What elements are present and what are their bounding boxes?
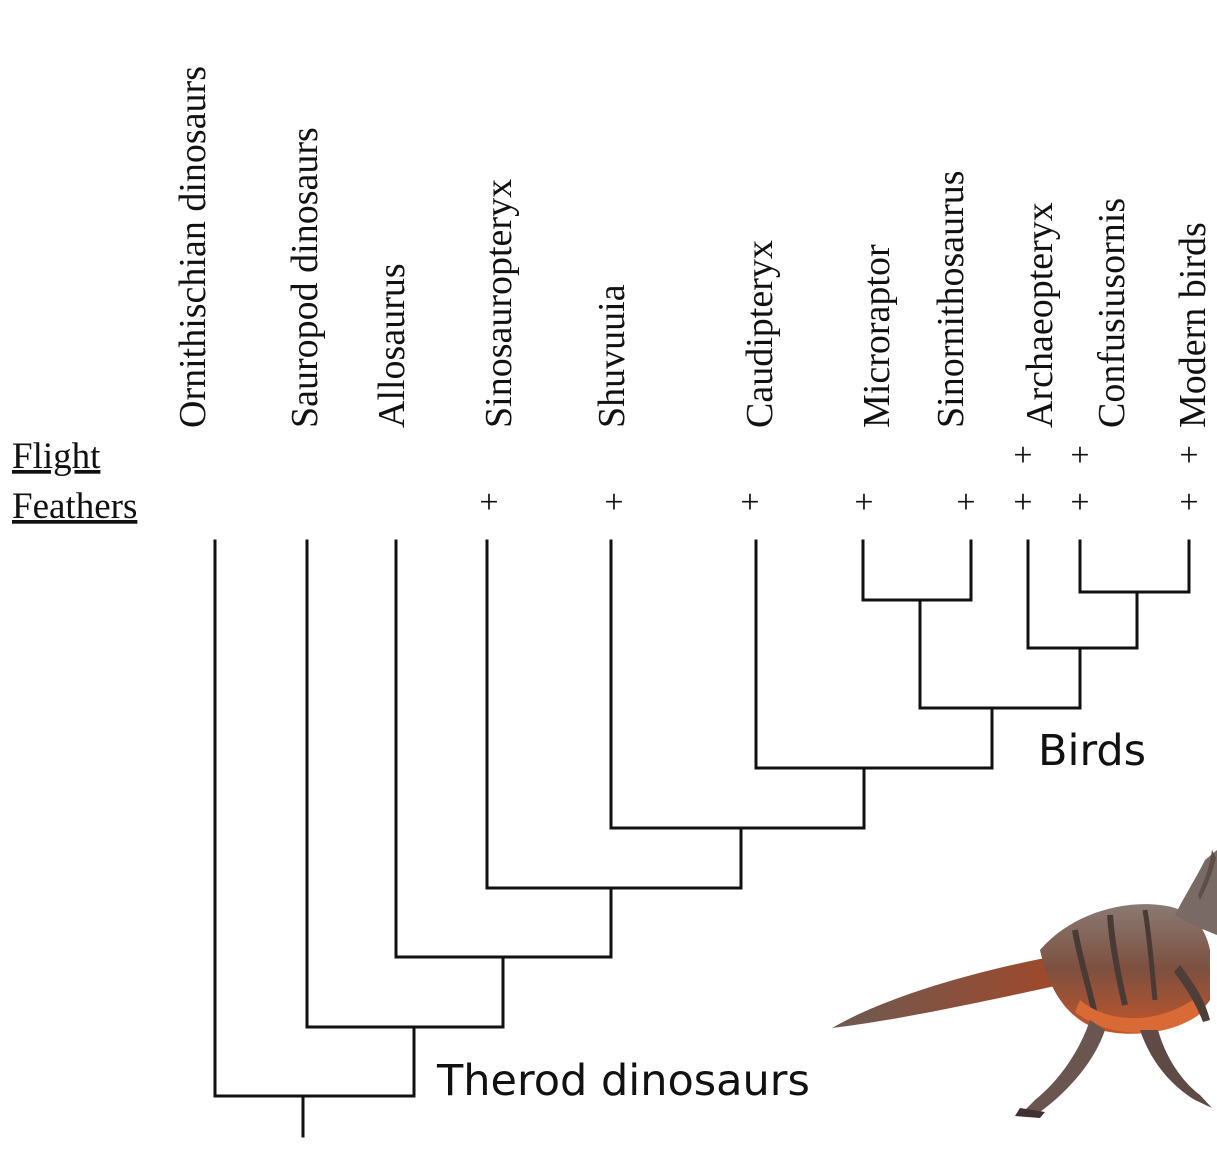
- branch-pygostylia-clade: [1080, 541, 1189, 592]
- taxon-label: Archaeopteryx: [1019, 202, 1061, 428]
- branch-allosaurus-node: [396, 541, 611, 957]
- feathers-plus-marker: +: [1013, 484, 1032, 521]
- taxon-labels: Ornithischian dinosaurs Sauropod dinosaur…: [172, 66, 1214, 428]
- flight-plus-marker: +: [1013, 437, 1032, 474]
- flight-markers: + + +: [1013, 437, 1198, 474]
- flight-plus-marker: +: [1070, 437, 1089, 474]
- taxon-label: Allosaurus: [371, 263, 413, 428]
- taxon-label: Sinornithosaurus: [930, 170, 972, 428]
- feathers-row-label: Feathers: [12, 486, 137, 527]
- cladogram-tree: [215, 541, 1189, 1136]
- branch-sinosauropteryx-node: [487, 541, 741, 888]
- feathers-plus-marker: +: [1070, 484, 1089, 521]
- branch-dromaeosaur-bird-node: [920, 600, 1080, 708]
- branch-dromaeosaur-clade: [863, 541, 971, 600]
- taxon-label: Shuvuuia: [591, 284, 633, 428]
- flight-row-label: Flight: [12, 436, 101, 477]
- branch-sauropod-node: [307, 541, 503, 1027]
- taxon-label: Modern birds: [1172, 222, 1214, 428]
- taxon-label: Ornithischian dinosaurs: [172, 66, 214, 428]
- flight-plus-marker: +: [1179, 437, 1198, 474]
- feathers-plus-marker: +: [479, 484, 498, 521]
- branch-caudipteryx-node: [756, 541, 992, 768]
- feathers-plus-marker: +: [740, 484, 759, 521]
- theropods-group-label: Therod dinosaurs: [436, 1056, 810, 1106]
- feathers-plus-marker: +: [854, 484, 873, 521]
- feather-markers: + + + + + + + +: [479, 484, 1198, 521]
- taxon-label: Sauropod dinosaurs: [284, 127, 326, 428]
- taxon-label: Microraptor: [856, 244, 898, 428]
- feathers-plus-marker: +: [604, 484, 623, 521]
- feathered-dinosaur-illustration: [832, 850, 1217, 1118]
- taxon-label: Confusiusornis: [1091, 198, 1133, 428]
- feathers-plus-marker: +: [1179, 484, 1198, 521]
- branch-shuvuuia-node: [611, 541, 864, 828]
- birds-group-label: Birds: [1038, 726, 1146, 776]
- branch-avialae-node: [1028, 541, 1137, 648]
- branch-ornithischian: [215, 541, 414, 1096]
- feathers-plus-marker: +: [956, 484, 975, 521]
- taxon-label: Caudipteryx: [739, 240, 781, 428]
- taxon-label: Sinosauropteryx: [478, 179, 520, 428]
